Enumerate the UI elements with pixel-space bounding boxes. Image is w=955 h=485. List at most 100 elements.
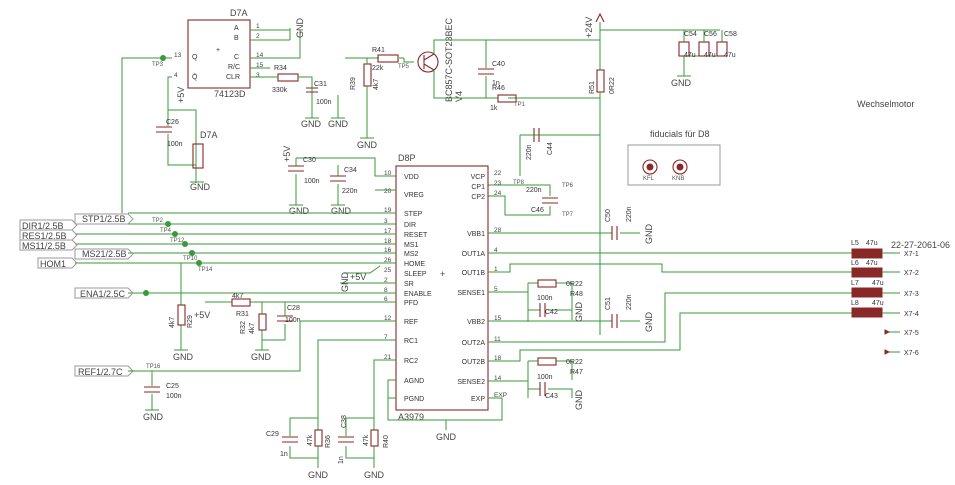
r51-ref: R51	[589, 81, 596, 94]
r39-value: 4k7	[373, 79, 380, 90]
d8-pin-number: 14	[494, 375, 502, 382]
tp-dot-ena	[143, 290, 149, 296]
net-flag-home	[37, 257, 78, 269]
fiducial-knb-dot	[676, 163, 684, 171]
d8-pin-out1a: OUT1A	[462, 251, 486, 258]
v4-leads	[423, 53, 435, 71]
connector-pin-marks	[884, 329, 891, 355]
c44-value: 220n	[526, 144, 533, 160]
c30-value: 100n	[304, 178, 320, 185]
c51-ref: C51	[605, 297, 612, 310]
gnd-c31: GND	[301, 119, 322, 129]
net-flags: STP1/2.5B DIR1/2.5B RES1/2.5B MS11/2.5B …	[19, 213, 134, 377]
tp-16: TP16	[146, 364, 161, 370]
tp-dot-1	[165, 221, 171, 227]
plus5-vdd: +5V	[282, 146, 292, 162]
d8-pin-vcp: VCP	[471, 174, 486, 181]
r29-wires	[174, 263, 188, 351]
d8-pin-rc1: RC1	[404, 338, 418, 345]
net-flag-ms11	[19, 239, 78, 251]
d7-pin-q: Q	[192, 54, 198, 61]
net-flag-ref	[74, 365, 134, 377]
l6-ref: L6	[851, 260, 859, 267]
c30-c34-plates	[288, 165, 346, 182]
c46-value: 220n	[526, 187, 542, 194]
sleep-wires	[340, 265, 396, 284]
d8-pin-rc2: RC2	[404, 358, 418, 365]
c58-ref: C58	[724, 31, 737, 38]
d8-pin-out2a: OUT2A	[462, 340, 486, 347]
d8-pin-cp2: CP2	[471, 194, 485, 201]
d8-pin-number: EXP	[494, 392, 507, 399]
d7-num-14: 14	[256, 52, 264, 59]
fiducial-kfl-ring	[642, 159, 658, 175]
gnd-mid: GND	[328, 119, 349, 129]
net-flag-dir	[19, 219, 78, 231]
tp-10: TP10	[183, 256, 198, 262]
v4-type: BC857C-SOT23BEC	[444, 17, 454, 102]
fiducial-kfl-dot	[646, 163, 654, 171]
ref-wires	[128, 320, 396, 411]
gnd-c30: GND	[289, 206, 310, 216]
r41-body	[377, 54, 399, 63]
c26-ref: C26	[166, 119, 179, 126]
c42-ref: C42	[545, 309, 558, 316]
rc-wires	[289, 339, 396, 468]
r40-ref: R40	[383, 435, 390, 448]
d7p-body	[192, 143, 204, 169]
tp-7: TP7	[562, 212, 574, 218]
d8-pin-sense1: SENSE1	[457, 290, 485, 297]
r46-value: 1k	[490, 105, 498, 112]
d7-num-1: 1	[256, 23, 260, 30]
c43-value: 100n	[537, 374, 553, 381]
r40-value: 47k	[363, 434, 370, 446]
x7-5: X7-5	[904, 330, 919, 337]
gnd-bus	[387, 379, 503, 430]
d8-pin-number: 19	[384, 207, 392, 214]
tp-12: TP12	[170, 238, 185, 244]
d7-pin-a: A	[234, 25, 239, 32]
d8-pin-number: 16	[384, 247, 392, 254]
r47-value: 0R22	[566, 359, 583, 366]
d8-pin-number: 28	[494, 227, 502, 234]
d8-pin-out2b: OUT2B	[462, 359, 486, 366]
d8-pin-number: 20	[384, 188, 392, 195]
gnd-bulk: GND	[671, 78, 692, 88]
tp-dot-d7	[160, 55, 166, 61]
d8-pin-number: 25	[384, 267, 392, 274]
c31-gnd-wires	[305, 95, 345, 119]
c54-ref: C54	[684, 31, 697, 38]
x7-6: X7-6	[904, 350, 919, 357]
r48-body	[537, 279, 557, 288]
sense-wires	[488, 282, 573, 398]
c56-body	[698, 41, 710, 57]
d8-pin-ref: REF	[404, 319, 418, 326]
d8-pin-number: 18	[494, 355, 502, 362]
tp-5: TP5	[398, 64, 410, 70]
d8-ic-a3979: D8P A3979 + VDD10VREG20STEP19DIR3RESET17…	[384, 153, 507, 422]
r40-body	[370, 429, 379, 447]
fiducials-label: fiducials für D8	[650, 129, 710, 139]
r41-value: 22k	[372, 65, 384, 72]
input-nets	[75, 195, 396, 294]
tp-14: TP14	[198, 267, 213, 273]
d7-num-15: 15	[256, 62, 264, 69]
l8-body	[851, 307, 883, 318]
c46-wires	[488, 184, 551, 216]
vdd-wires	[289, 157, 396, 206]
r32-body	[258, 313, 267, 331]
l5-value: 47u	[866, 240, 878, 247]
d7-num-4: 4	[174, 72, 178, 79]
c43-ref: C43	[545, 393, 558, 400]
c42-value: 100n	[537, 295, 553, 302]
l6-body	[851, 267, 883, 278]
plus5-pfd: +5V	[194, 310, 210, 320]
gnd-sleep: GND	[340, 272, 350, 293]
d8-pin-number: 24	[494, 190, 502, 197]
c25-plates	[144, 386, 160, 393]
c58-body	[716, 41, 728, 57]
c54-value: 47u	[684, 52, 696, 59]
d7-pin-qn: Q̄	[192, 73, 198, 81]
c31-ref: C31	[314, 81, 327, 88]
d8-pin-number: 11	[494, 336, 501, 343]
